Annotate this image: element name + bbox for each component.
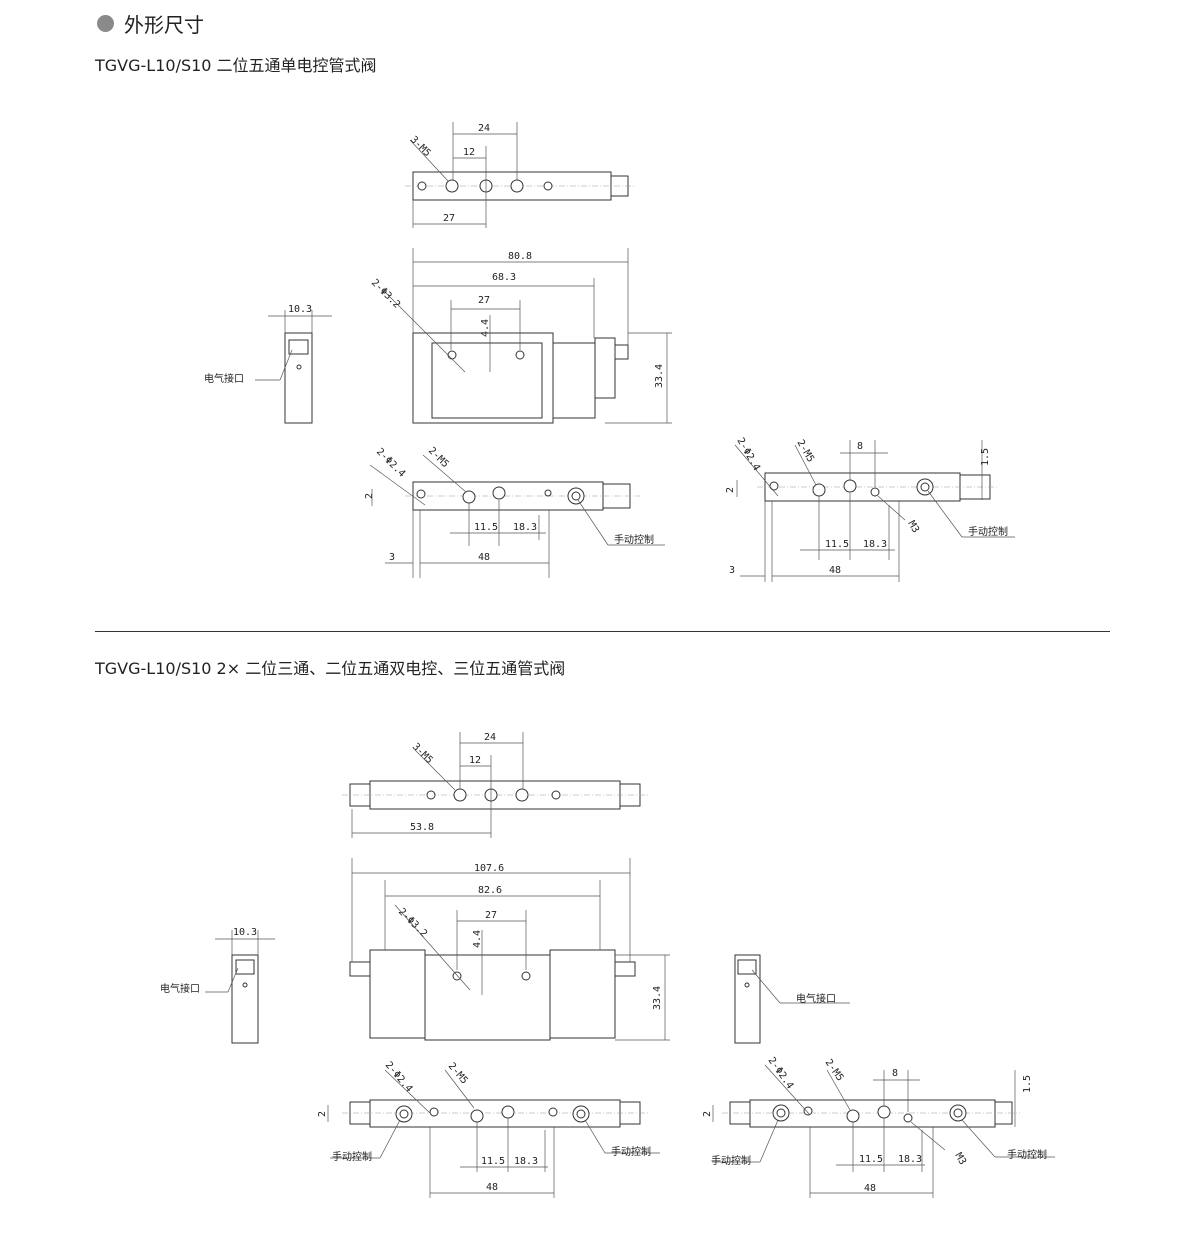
dim-b: 18.3 (898, 1154, 922, 1165)
port-label: 2-M5 (794, 438, 816, 464)
dim-b: 18.3 (513, 522, 537, 533)
connector-label: 电气接口 (204, 372, 244, 385)
connector-label: 电气接口 (160, 982, 200, 995)
dim-holes: 27 (485, 910, 497, 921)
dim-pitch: 24 (484, 732, 496, 743)
dim-holes: 27 (478, 295, 490, 306)
model-title-double: TGVG-L10/S10 2× 二位三通、二位五通双电控、三位五通管式阀 (95, 659, 566, 678)
side-view-single: 10.3 电气接口 (204, 304, 332, 424)
hole-label: 2-Φ2.4 (766, 1055, 796, 1091)
port-label: 2-M5 (823, 1057, 846, 1083)
section-title: 外形尺寸 (124, 13, 204, 37)
dim-body: 82.6 (478, 885, 502, 896)
port-label: 3-M5 (408, 134, 433, 159)
dim-height: 33.4 (654, 364, 665, 388)
dim-height: 33.4 (652, 986, 663, 1010)
thread-label: M3 (952, 1151, 968, 1167)
dim-a: 11.5 (859, 1154, 883, 1165)
section-header: 外形尺寸 (97, 9, 204, 38)
dim-pitch: 8 (857, 441, 863, 452)
dim-offset: 2 (702, 1111, 713, 1117)
thread-label: M3 (905, 519, 921, 535)
dim-offset: 27 (443, 213, 455, 224)
dim-edge: 3 (729, 565, 735, 576)
dim-pitch: 8 (892, 1068, 898, 1079)
bottom-view-single-a: 11.5 18.3 48 3 2 2-Φ2.4 2-M5 手动控制 (364, 445, 665, 578)
hole-label: 2-Φ3.2 (369, 277, 402, 310)
manual-control-label: 手动控制 (968, 525, 1008, 538)
dim-offset-v: 1.5 (980, 448, 991, 466)
side-view-double-left: 10.3 电气接口 (160, 927, 275, 1044)
front-view-double: 107.6 82.6 27 4.4 33.4 2-Φ3.2 (349, 858, 670, 1041)
dim-total: 107.6 (474, 863, 504, 874)
dim-offset-v: 1.5 (1022, 1075, 1033, 1093)
model-title-single: TGVG-L10/S10 二位五通单电控管式阀 (95, 56, 377, 75)
dim-length: 48 (864, 1183, 876, 1194)
dim-hole-height: 4.4 (480, 319, 491, 337)
dim-b: 18.3 (514, 1156, 538, 1167)
dim-length: 48 (478, 552, 490, 563)
bottom-view-double-a: 11.5 18.3 48 2 2-Φ2.4 2-M5 手动控制 手动控制 (317, 1060, 660, 1198)
hole-label: 2-Φ2.4 (383, 1060, 415, 1095)
dim-width: 10.3 (233, 927, 257, 938)
port-label: 2-M5 (426, 445, 451, 470)
dim-a: 11.5 (825, 539, 849, 550)
manual-control-label: 手动控制 (614, 533, 654, 546)
dim-length: 48 (829, 565, 841, 576)
connector-label: 电气接口 (796, 992, 836, 1005)
bottom-view-single-b: 8 1.5 M3 11.5 18.3 48 3 2 2-Φ2.4 2-M5 手动… (725, 436, 1015, 582)
front-view-single: 80.8 68.3 27 4.4 33.4 2-Φ3.2 (369, 248, 672, 424)
top-view-double: 24 12 53.8 3-M5 (342, 732, 648, 838)
dim-length: 48 (486, 1182, 498, 1193)
dim-offset: 2 (725, 487, 736, 493)
dim-a: 11.5 (481, 1156, 505, 1167)
divider (95, 631, 1110, 632)
dim-width: 10.3 (288, 304, 312, 315)
hole-label: 2-Φ3.2 (396, 906, 429, 939)
manual-control-label-left: 手动控制 (711, 1154, 751, 1167)
bullet-icon (97, 15, 114, 32)
dim-edge: 3 (389, 552, 395, 563)
side-view-double-right: 电气接口 (734, 954, 850, 1044)
port-label: 3-M5 (410, 741, 435, 766)
dim-half-pitch: 12 (469, 755, 481, 766)
manual-control-label-right: 手动控制 (1007, 1148, 1047, 1161)
dim-total: 80.8 (508, 251, 532, 262)
dim-b: 18.3 (863, 539, 887, 550)
dim-body: 68.3 (492, 272, 516, 283)
dim-offset: 2 (317, 1111, 328, 1117)
port-label: 2-M5 (446, 1061, 470, 1087)
dim-half-pitch: 12 (463, 147, 475, 158)
dim-a: 11.5 (474, 522, 498, 533)
manual-control-label-right: 手动控制 (611, 1145, 651, 1158)
bottom-view-double-b: 8 1.5 M3 11.5 18.3 48 2 2-Φ2.4 2-M5 手动控制… (702, 1055, 1055, 1198)
dim-pitch: 24 (478, 123, 490, 134)
hole-label: 2-Φ2.4 (734, 436, 762, 473)
manual-control-label-left: 手动控制 (332, 1150, 372, 1163)
dim-hole-height: 4.4 (472, 930, 483, 948)
dim-offset: 53.8 (410, 822, 434, 833)
hole-label: 2-Φ2.4 (374, 446, 407, 479)
top-view-single: 24 12 27 3-M5 (405, 122, 635, 228)
dim-offset: 2 (364, 493, 375, 499)
